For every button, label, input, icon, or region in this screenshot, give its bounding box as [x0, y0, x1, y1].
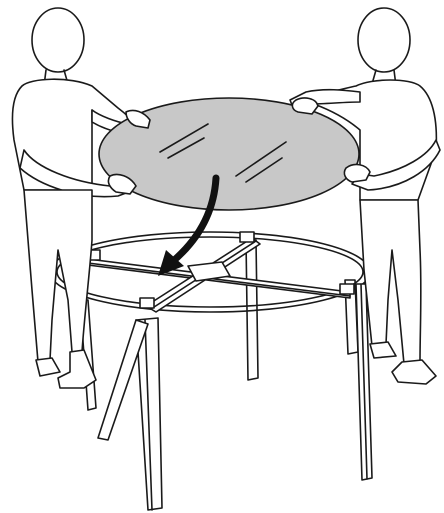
right-bottom-hand [344, 165, 370, 182]
table-frame [50, 232, 372, 510]
person-right-head [358, 8, 410, 72]
person-right-legs [360, 200, 421, 364]
right-top-hand [292, 98, 318, 114]
person-left-head [32, 8, 84, 72]
person-left [12, 8, 150, 388]
front-legs [98, 284, 372, 510]
